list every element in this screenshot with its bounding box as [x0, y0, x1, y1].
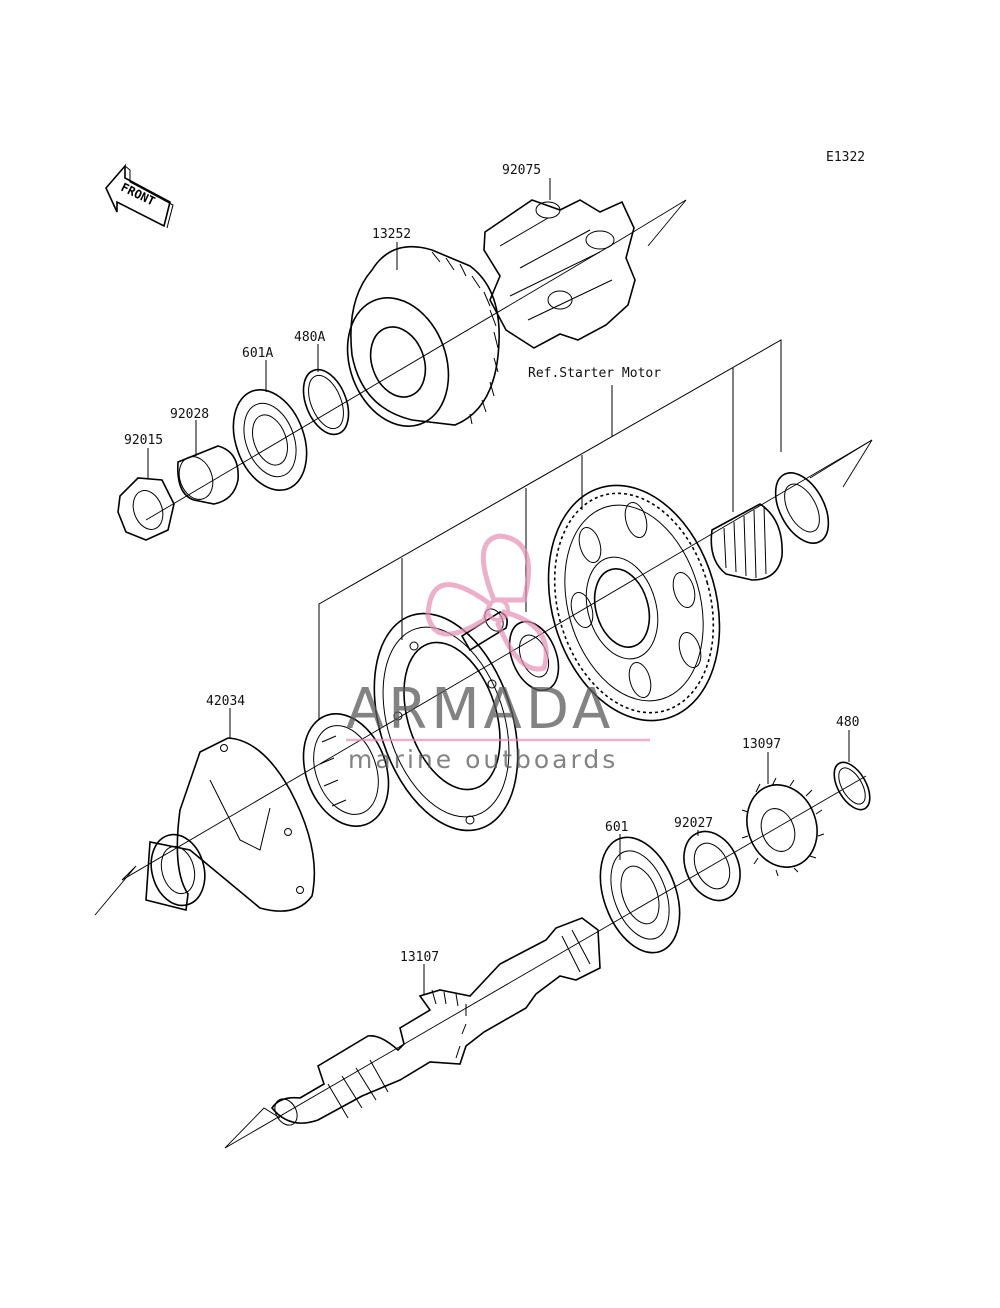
label-13107: 13107: [400, 950, 439, 965]
label-13252: 13252: [372, 227, 411, 242]
label-42034: 42034: [206, 694, 245, 709]
part-92015: [117, 477, 175, 541]
watermark-tagline: marine outboards: [348, 745, 618, 774]
labels: 92075 13252 480A 601A 92028 92015 42034 …: [124, 163, 859, 994]
watermark: ARMADA marine outboards: [346, 533, 650, 774]
part-601A: [232, 388, 308, 492]
label-92028: 92028: [170, 407, 209, 422]
label-601A: 601A: [242, 346, 273, 361]
part-92075: [483, 199, 636, 349]
front-arrow-icon: FRONT: [105, 163, 174, 229]
middle-axis: [94, 439, 873, 916]
reference-label: Ref.Starter Motor: [528, 366, 661, 381]
part-92028: [177, 445, 239, 505]
label-480: 480: [836, 715, 859, 730]
washer-right: [774, 472, 830, 544]
propeller-logo-icon: [425, 533, 549, 672]
label-13097: 13097: [742, 737, 781, 752]
watermark-brand: ARMADA: [346, 677, 614, 742]
starter-clutch-gear: [547, 484, 721, 722]
label-480A: 480A: [294, 330, 325, 345]
label-92075: 92075: [502, 163, 541, 178]
part-601: [599, 836, 681, 954]
one-way-clutch: [302, 713, 390, 827]
upper-axis: [145, 199, 687, 521]
part-13107: [271, 917, 601, 1126]
reference-bracket: [318, 339, 782, 720]
label-92015: 92015: [124, 433, 163, 448]
part-480: [833, 761, 871, 811]
part-480A: [302, 368, 350, 436]
label-92027: 92027: [674, 816, 713, 831]
needle-bearing: [710, 503, 783, 581]
part-13097: [741, 777, 825, 877]
part-13252: [346, 246, 500, 427]
part-92027: [683, 830, 741, 902]
diagram-code: E1322: [826, 150, 865, 165]
label-601: 601: [605, 820, 628, 835]
lower-axis: [224, 775, 867, 1149]
part-42034: [145, 737, 316, 912]
